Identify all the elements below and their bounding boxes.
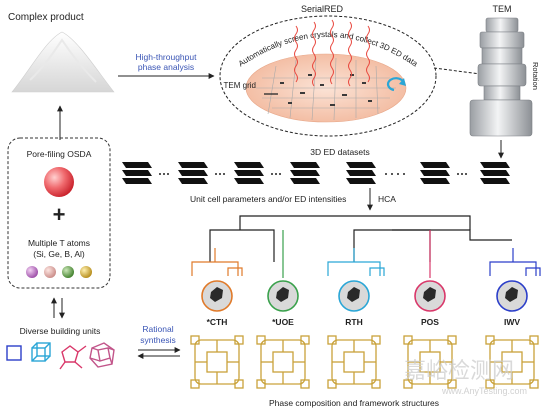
phase-uoe: *UOE [256, 280, 310, 389]
serialred-ellipse [219, 15, 437, 137]
dendrogram-branch [227, 267, 243, 276]
dendrogram-branch [369, 267, 385, 276]
phase-analysis-label: phase analysis [138, 62, 194, 72]
ge-atom-sphere [44, 266, 56, 278]
serialred-label: SerialRED [301, 4, 344, 14]
rational-label: Rational [142, 324, 173, 334]
branched-unit [59, 345, 87, 370]
cube-unit [31, 342, 51, 362]
synthesis-label: synthesis [140, 335, 175, 345]
crystal-shape [505, 287, 518, 302]
dataset-stack [234, 162, 264, 184]
dataset-stack [420, 162, 450, 184]
watermark-en: www.AnyTesting.com [441, 386, 527, 396]
al-atom-sphere [80, 266, 92, 278]
dendrogram-branches [191, 230, 541, 278]
phase-cth: *CTH [190, 280, 244, 389]
hca-label: HCA [378, 194, 396, 204]
b-atom-sphere [62, 266, 74, 278]
framework-structure [190, 335, 244, 389]
high-throughput-label: High-throughput [136, 52, 198, 62]
osda-sphere [44, 167, 74, 197]
crystal-shape [276, 287, 289, 302]
framework-structure [485, 335, 539, 389]
phase-rth: RTH [327, 280, 381, 389]
multiple-t-label: Multiple T atoms [28, 238, 90, 248]
dataset-stack [480, 162, 510, 184]
phase-label: *UOE [272, 317, 294, 327]
phase-label: IWV [504, 317, 520, 327]
dendrogram-branch [489, 261, 537, 276]
dataset-stack [346, 162, 376, 184]
dataset-stack [290, 162, 320, 184]
phase-composition-label: Phase composition and framework structur… [269, 398, 439, 408]
dataset-stacks [122, 162, 510, 184]
si-atom-sphere [26, 266, 38, 278]
tem-grid-disk [245, 53, 407, 123]
phase-iwv: IWV [485, 280, 539, 389]
dendrogram-branch [525, 267, 541, 276]
plus-sign: + [53, 202, 66, 227]
framework-structure [403, 335, 457, 389]
watermark-cn: 嘉峪检测网 [404, 358, 514, 383]
tem-label: TEM [493, 4, 512, 14]
phase-pos: POS [403, 280, 457, 389]
crystal-shape [347, 287, 360, 302]
building-units [6, 342, 115, 370]
framework-structure [256, 335, 310, 389]
osda-box [7, 137, 111, 289]
diverse-units-label: Diverse building units [20, 326, 101, 336]
rotation-label: Rotation [531, 62, 540, 90]
crystal-shape [423, 287, 436, 302]
dataset-stack [178, 162, 208, 184]
ellipsis-dots [159, 173, 467, 175]
dendrogram [209, 215, 512, 262]
rotation-arrow-icon [386, 77, 406, 92]
datasets-label: 3D ED datasets [310, 147, 370, 157]
framework-structure [327, 335, 381, 389]
electron-beams [294, 19, 370, 87]
complex-product-label: Complex product [8, 12, 84, 23]
tem-grid-label: TEM grid [224, 81, 256, 90]
unit-cell-label: Unit cell parameters and/or ED intensiti… [190, 194, 346, 204]
dendrogram-branch [191, 261, 239, 276]
dataset-stack [122, 162, 152, 184]
tem-microscope-image [469, 17, 533, 137]
osda-label: Pore-filing OSDA [27, 149, 92, 159]
dendrogram-branch [327, 261, 381, 276]
cage-unit [89, 342, 115, 368]
crystal-shape [210, 287, 223, 302]
d4r-square-unit [6, 345, 22, 361]
t-atoms-label: (Si, Ge, B, Al) [33, 249, 85, 259]
phase-label: POS [421, 317, 439, 327]
phase-label: *CTH [207, 317, 228, 327]
powder-pile-image [11, 31, 115, 93]
phase-label: RTH [345, 317, 362, 327]
